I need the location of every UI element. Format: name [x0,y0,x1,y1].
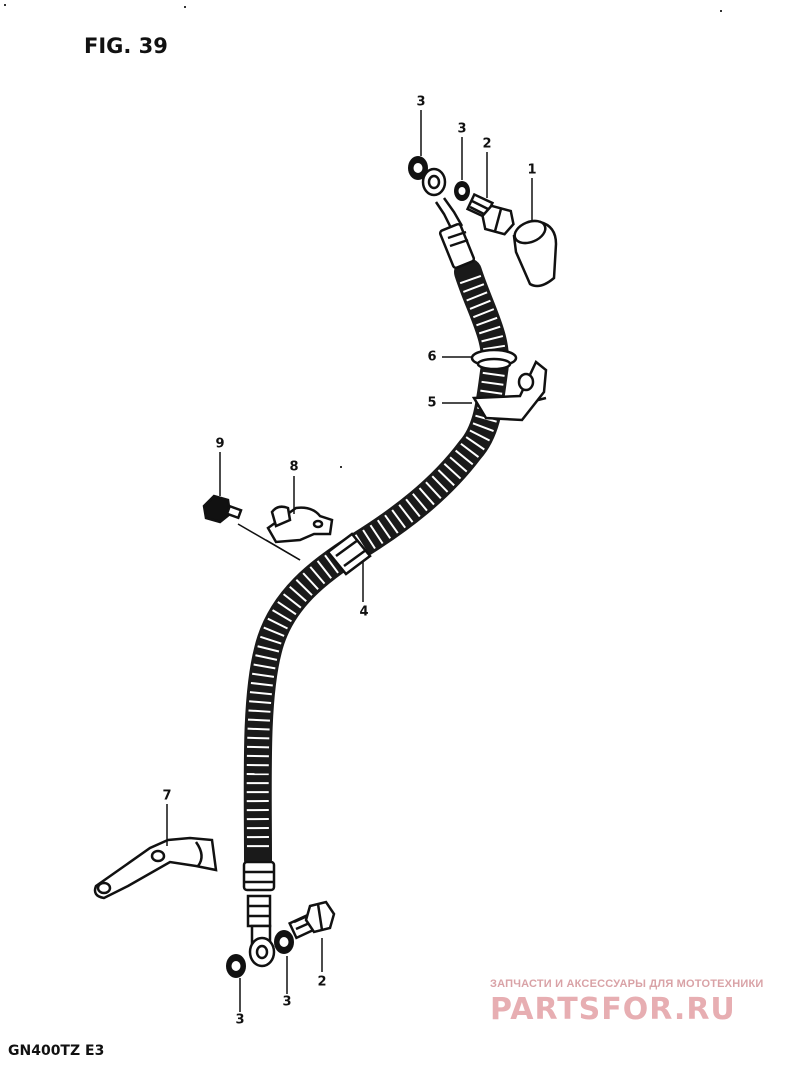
hose-rib [449,456,468,473]
watermark-logo: PARTSFOR.RU [490,992,736,1027]
cap-part [512,219,558,288]
hose-rib [362,529,376,550]
hose-sleeve [326,532,372,576]
watermark-caption: ЗАПЧАСТИ И АКСЕССУАРЫ ДЛЯ МОТОТЕХНИКИ [490,978,764,990]
hose-rib [454,449,474,466]
washer-lower-right [274,930,294,954]
hose-rib [469,429,491,442]
hose-rib [472,422,494,433]
hose-rib [431,475,449,493]
hose-rib [437,469,455,487]
washer-upper-left [408,156,428,180]
hose-rib [272,609,292,623]
callout-2-bottom: 2 [317,974,327,990]
union-bolt-lower [287,900,336,940]
leader-9-bolt [237,523,301,561]
scan-speck [720,10,722,12]
upper-banjo-fitting [421,167,476,270]
hose-rib [247,727,270,731]
model-code: GN400TZ E3 [8,1043,105,1059]
hose-rib [247,718,271,722]
hose-rib [472,308,495,319]
hose-ribbing [246,274,507,848]
lower-bracket [93,836,218,900]
hose-rib [260,635,282,645]
hose-rib [425,481,442,500]
callout-3-top-left: 3 [416,94,426,110]
hose-rib [249,700,272,705]
hose-rib [277,601,297,616]
grommet-part [470,348,518,371]
hose-rib [412,493,428,512]
hose-rib [295,579,313,596]
washer-upper-right [454,181,470,201]
hose-rib [476,316,498,327]
hose-rib [465,436,485,451]
hose-rib [418,487,435,506]
hose-rib [369,524,384,545]
figure-title: FIG. 39 [84,34,168,58]
hose-bracket [471,360,548,422]
callout-4: 4 [359,604,369,620]
hose-rib [459,274,482,285]
lower-hose-fitting [242,860,276,968]
union-bolt-upper [465,192,515,236]
hose-rib [255,654,278,661]
callout-8: 8 [289,459,299,475]
callout-7: 7 [162,788,172,804]
callout-2-top: 2 [482,136,492,152]
hose-rib [480,389,503,395]
hose-rib [391,509,407,529]
clamp-bolt [202,494,243,524]
leader-lines [166,110,533,1012]
hose-rib [384,514,399,534]
callout-3-top-right: 3 [457,121,467,137]
hose-rib [481,335,504,343]
callout-6: 6 [427,349,437,365]
hose-rib [247,736,270,740]
hose-rib [249,691,272,696]
hose-rib [483,344,506,351]
callout-3-bottom-left: 3 [235,1012,245,1028]
callout-5: 5 [427,395,437,411]
hose-rib [324,554,339,574]
hose-rib [478,325,501,335]
clamp-part [266,505,334,544]
hose-rib [460,442,480,458]
hose-rib [250,681,273,687]
brake-hose [243,258,510,874]
scan-speck [4,4,6,6]
scan-speck [184,6,186,8]
hose-rib [462,283,485,293]
hose-rib [302,572,319,590]
hose-rib [263,626,285,637]
hose-rib [267,617,288,630]
hose-rib [405,498,421,518]
hose-rib [316,560,332,579]
callout-3-bottom-right: 3 [282,994,292,1010]
hose-rib [257,645,280,653]
callout-1: 1 [527,162,537,178]
scan-speck [340,466,342,468]
hose-rib [443,462,462,480]
callout-9: 9 [215,436,225,452]
hose-rib [252,672,275,678]
hose-rib [253,663,276,670]
hose-rib [282,593,302,609]
hose-rib [466,291,488,302]
hose-rib [398,504,414,523]
washer-lower-left [226,954,246,978]
hose-rib [309,566,326,585]
hose-rib [248,709,271,713]
hose-rib [481,380,504,386]
hose-rib [376,519,392,539]
hose-rib [469,299,491,310]
hose-rib [482,371,505,377]
hose-rib [289,585,307,603]
